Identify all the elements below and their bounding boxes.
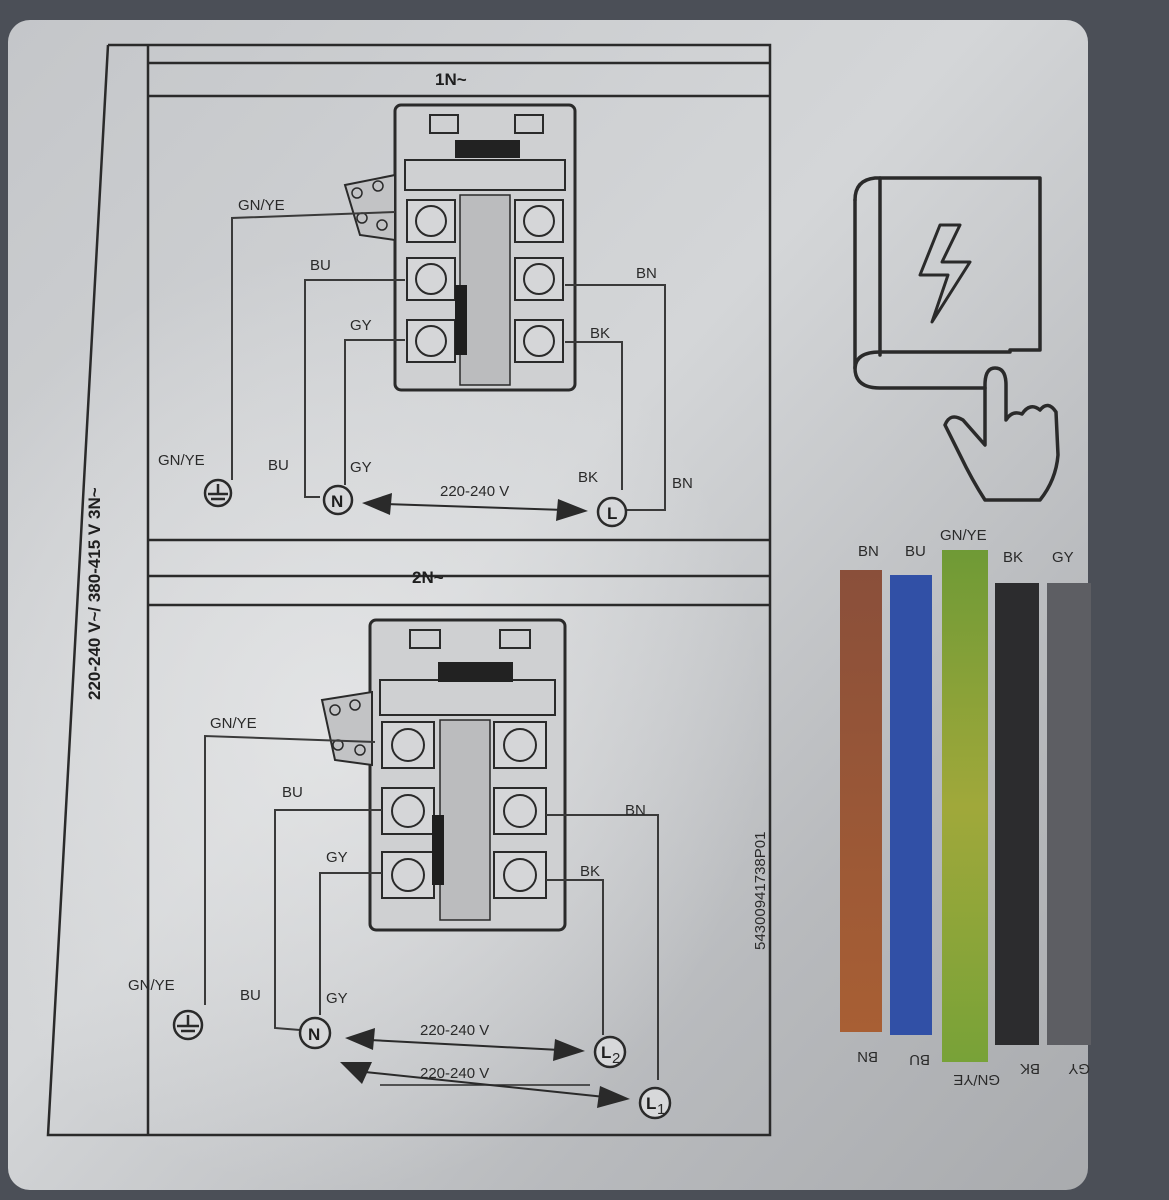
l2-terminal: L <box>601 1043 611 1062</box>
legend-label-bu-bottom: BU <box>909 1051 930 1068</box>
legend-label-bk-bottom: BK <box>1020 1060 1040 1077</box>
panel-2n: 2N~ GN <box>128 568 672 1120</box>
legend-label-gy-bottom: GY <box>1068 1060 1090 1077</box>
voltage-label-2n-2: 220-240 V <box>420 1065 489 1082</box>
label-bk-top: BK <box>590 325 610 342</box>
earth-terminal-icon <box>172 1009 204 1041</box>
label-bk-bottom: BK <box>578 469 598 486</box>
label-bk-top-2n: BK <box>580 863 600 880</box>
voltage-label-2n-1: 220-240 V <box>420 1022 489 1039</box>
supply-voltage-label: 220-240 V~/ 380-415 V 3N~ <box>85 487 104 700</box>
n-terminal-2n: N <box>308 1025 320 1044</box>
panel-2n-title: 2N~ <box>412 568 444 587</box>
part-code: 54300941738P01 <box>752 832 769 950</box>
label-gnye-top: GN/YE <box>238 197 285 214</box>
legend-label-bn-top: BN <box>858 543 879 560</box>
terminal-block-2n <box>320 618 567 932</box>
legend-label-bu-top: BU <box>905 543 926 560</box>
n-terminal: N <box>331 492 343 511</box>
legend-label-bn-bottom: BN <box>857 1048 878 1065</box>
wire-swatch-bk <box>995 583 1039 1045</box>
label-bu-top-2n: BU <box>282 784 303 801</box>
panel-1n-title: 1N~ <box>435 70 467 89</box>
l1-subscript: 1 <box>657 1101 665 1118</box>
manual-electric-touch-icon <box>853 176 1060 502</box>
legend-label-gy-top: GY <box>1052 549 1074 566</box>
wire-swatch-bu <box>890 575 932 1035</box>
terminal-block-1n <box>343 103 577 392</box>
label-bu-bottom-2n: BU <box>240 987 261 1004</box>
label-bu-bottom: BU <box>268 457 289 474</box>
label-bn-top-2n: BN <box>625 802 646 819</box>
label-bn-bottom: BN <box>672 475 693 492</box>
wire-swatch-gnye <box>942 550 988 1062</box>
label-gy-top-2n: GY <box>326 849 348 866</box>
l1-terminal: L <box>646 1094 656 1113</box>
label-bu-top: BU <box>310 257 331 274</box>
legend-label-gnye-top: GN/YE <box>940 527 987 544</box>
voltage-arrow-n-l2 <box>345 1028 585 1061</box>
legend-label-bk-top: BK <box>1003 549 1023 566</box>
l2-subscript: 2 <box>612 1050 620 1067</box>
voltage-label-1n: 220-240 V <box>440 483 509 500</box>
label-gnye-top-2n: GN/YE <box>210 715 257 732</box>
legend-label-gnye-bottom: GN/YE <box>953 1071 1000 1088</box>
diagram-frame <box>46 43 772 1137</box>
earth-terminal-icon <box>203 478 233 508</box>
label-gnye-bottom-2n: GN/YE <box>128 977 175 994</box>
label-gy-bottom-2n: GY <box>326 990 348 1007</box>
wire-color-legend: BN BU GN/YE BK GY BN BU GN/YE BK GY <box>840 527 1091 1088</box>
label-bn-top: BN <box>636 265 657 282</box>
l-terminal: L <box>607 504 617 523</box>
label-gy-bottom: GY <box>350 459 372 476</box>
wire-swatch-gy <box>1047 583 1091 1045</box>
wire-swatch-bn <box>840 570 882 1032</box>
panel-1n: 1N~ <box>158 70 693 528</box>
voltage-arrow-1n <box>362 493 588 521</box>
label-gnye-bottom: GN/YE <box>158 452 205 469</box>
label-gy-top: GY <box>350 317 372 334</box>
